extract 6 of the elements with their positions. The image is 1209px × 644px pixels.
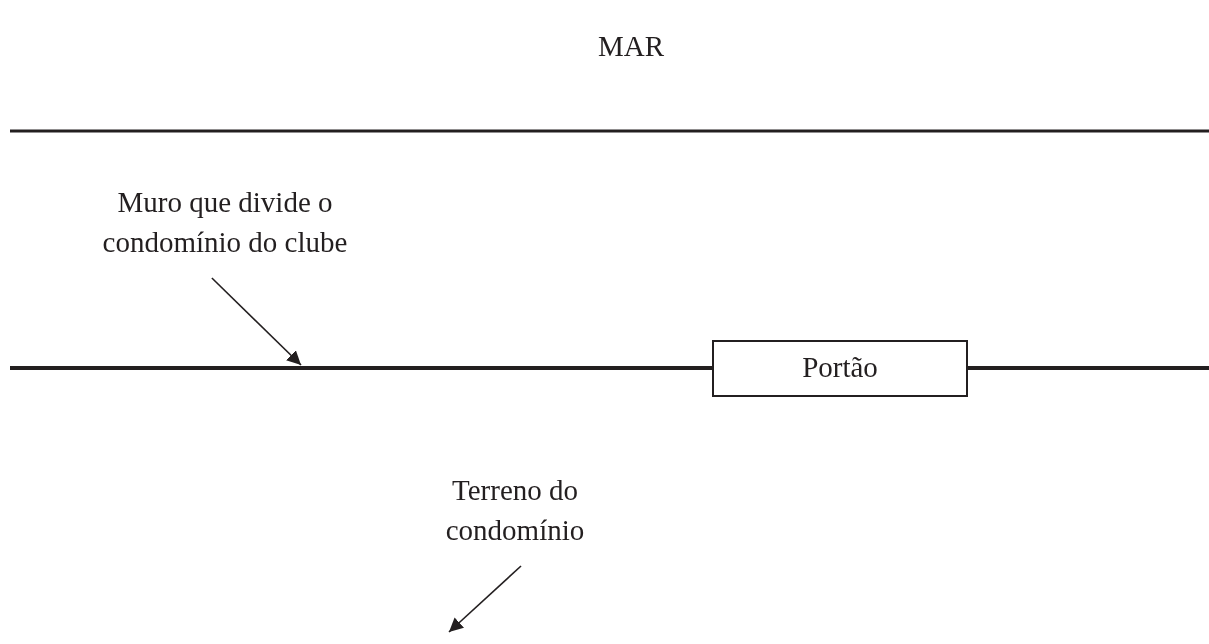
annotation-text: Terreno do condomínio	[440, 470, 590, 552]
leader-arrow	[448, 565, 522, 633]
annotation-text: Muro que divide o condomínio do clube	[20, 182, 430, 264]
region-label: MAR	[598, 29, 665, 64]
gate-box: Portão	[712, 340, 968, 397]
leader-arrow	[211, 277, 302, 366]
